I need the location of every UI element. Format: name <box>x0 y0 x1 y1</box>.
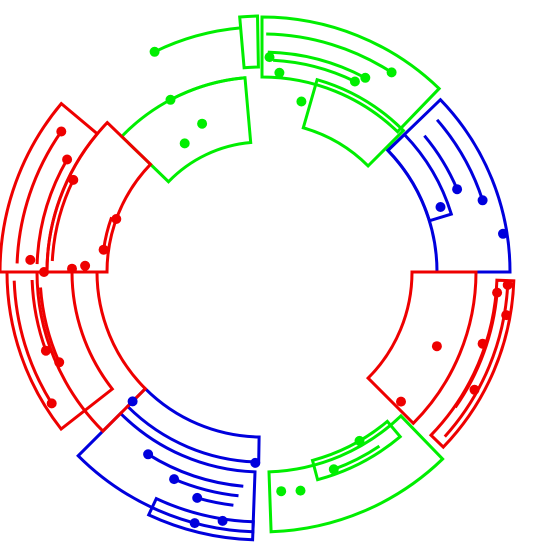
green-dot-bottom-2 <box>295 485 306 496</box>
blue-segment-right-inner <box>385 132 454 223</box>
blue-link-right-1 <box>435 118 485 201</box>
blue-dot-bottom-4 <box>189 518 200 529</box>
green-dot-top-2 <box>360 72 371 83</box>
red-dot-right-7 <box>396 396 406 407</box>
green-segment-bottom-outer <box>267 413 445 534</box>
green-dot-top-6 <box>296 96 307 107</box>
red-link-left-2 <box>35 158 69 265</box>
green-segment-top-outer <box>260 15 442 134</box>
red-link-right-2 <box>454 292 499 409</box>
green-dot-bottom-1 <box>354 435 365 446</box>
green-dot-top-1 <box>386 67 397 78</box>
red-dot-left-2 <box>62 154 73 165</box>
blue-link-bottom-1 <box>147 453 244 488</box>
red-dot-right-5 <box>477 338 488 349</box>
blue-link-bottom-2 <box>173 477 239 498</box>
green-link-upper-left-2 <box>169 76 246 102</box>
green-dot-upper-left-2 <box>165 94 176 105</box>
blue-dot-bottom-6 <box>250 457 261 468</box>
red-dot-left-7 <box>67 263 77 274</box>
red-dot-right-4 <box>469 384 480 395</box>
red-dot-left-11 <box>25 254 36 265</box>
green-link-top-2 <box>267 50 367 80</box>
red-dot-right-3 <box>501 310 512 321</box>
green-dot-bottom-4 <box>328 464 339 475</box>
red-dot-left-8 <box>80 260 91 271</box>
red-link-left-3 <box>50 179 75 262</box>
green-link-top-3 <box>273 58 356 83</box>
red-link-left-6 <box>39 287 61 363</box>
green-segment-top-inner <box>301 77 406 169</box>
red-dot-right-6 <box>431 341 442 352</box>
red-dot-left-6 <box>54 357 65 368</box>
green-link-top-1 <box>266 32 393 74</box>
blue-segment-right-outer <box>385 97 512 274</box>
red-link-left-1 <box>15 130 63 264</box>
red-dot-left-3 <box>68 174 79 185</box>
marker-layer <box>25 46 513 529</box>
red-segment-left-upper-outer <box>0 101 100 274</box>
red-dot-left-5 <box>46 398 57 409</box>
red-dot-right-2 <box>492 287 503 298</box>
blue-dot-bottom-7 <box>127 396 138 407</box>
blue-dot-bottom-5 <box>217 515 228 526</box>
red-dot-left-9 <box>98 244 109 255</box>
blue-dot-right-1 <box>477 195 488 206</box>
red-segment-left-lower-outer <box>5 270 115 432</box>
green-dot-top-3 <box>349 76 360 87</box>
blue-link-right-2 <box>423 134 459 190</box>
red-link-right-1 <box>443 284 510 438</box>
blue-segment-bottom-thin <box>146 496 255 542</box>
blue-dot-bottom-3 <box>192 492 203 503</box>
red-dot-left-12 <box>39 267 49 277</box>
green-dot-upper-left-3 <box>179 138 190 149</box>
red-dot-left-4 <box>40 345 51 356</box>
green-link-upper-left-1 <box>153 26 241 54</box>
red-dot-left-10 <box>111 214 122 224</box>
blue-dot-right-3 <box>435 202 446 212</box>
green-dot-top-4 <box>274 67 285 78</box>
green-dot-bottom-3 <box>276 486 287 497</box>
blue-dot-bottom-2 <box>169 474 180 485</box>
blue-dot-right-2 <box>452 184 463 195</box>
green-dot-top-5 <box>264 52 275 63</box>
red-link-left-5 <box>12 280 53 405</box>
blue-dot-right-4 <box>498 228 508 239</box>
blue-link-bottom-3 <box>196 496 234 507</box>
green-segment-top-stub <box>238 14 260 70</box>
red-dot-left-1 <box>56 126 67 137</box>
green-segment-bottom-inner <box>310 419 403 482</box>
green-dot-upper-left-1 <box>149 46 160 57</box>
red-segment-right-main <box>365 270 478 426</box>
blue-dot-bottom-1 <box>143 449 154 460</box>
red-dot-right-1 <box>502 279 513 290</box>
green-dot-upper-left-4 <box>197 118 208 129</box>
